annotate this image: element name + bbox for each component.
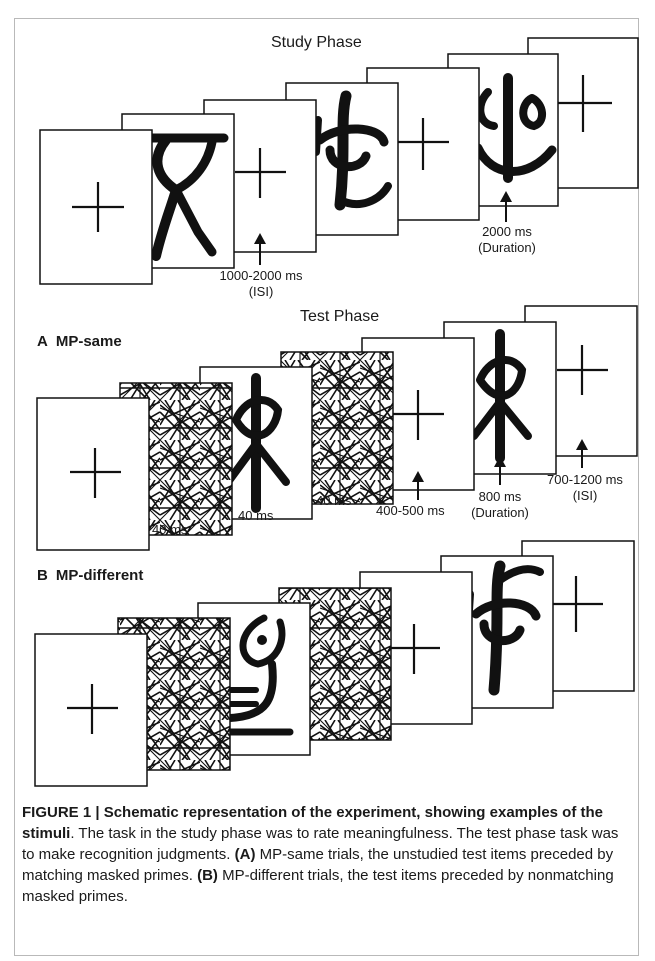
- fixation-cross-icon: [235, 148, 286, 198]
- a-target-arrow: [494, 456, 506, 485]
- study-duration-label: 2000 ms: [482, 224, 532, 239]
- a-card-fixation-start: [36, 397, 150, 551]
- a-isi-duration-sub: (ISI): [572, 488, 598, 503]
- a-mask2-duration: 40 ms: [316, 493, 352, 508]
- a-blank-arrow: [412, 471, 424, 500]
- test-sequence-mp-different: [34, 540, 635, 787]
- fixation-cross-icon: [557, 345, 608, 395]
- panel-a-letter: A: [37, 333, 48, 350]
- oracle-character-icon: [224, 373, 290, 513]
- fixation-cross-icon: [389, 624, 440, 674]
- caption-a-tag: (A): [234, 846, 256, 863]
- study-card-fixation-start: [39, 129, 153, 285]
- fixation-cross-icon: [393, 390, 444, 440]
- a-blank-duration: 400-500 ms: [376, 503, 445, 518]
- caption-b-tag: (B): [197, 867, 218, 884]
- caption-a-text: MP-same trials, the unstudied test items…: [22, 846, 614, 884]
- oracle-character-icon: [473, 73, 557, 183]
- a-prime-duration: 40 ms: [238, 508, 274, 523]
- b-card-fixation-start: [34, 633, 148, 787]
- study-isi-label: 1000-2000 ms: [219, 268, 303, 283]
- fixation-cross-icon: [397, 118, 449, 170]
- panel-a-name: MP-same: [55, 333, 122, 350]
- oracle-character-icon: [464, 560, 544, 696]
- test-sequence-mp-same: [36, 305, 638, 551]
- study-duration-sub: (Duration): [478, 240, 536, 255]
- fixation-cross-icon: [67, 684, 118, 734]
- study-phase-title: Study Phase: [271, 34, 362, 51]
- oracle-character-icon: [470, 329, 532, 463]
- experiment-diagram: [34, 37, 639, 787]
- a-mask1-duration: 40 ms: [152, 522, 188, 537]
- oracle-character-icon: [147, 133, 229, 261]
- a-isi-arrow: [576, 439, 588, 468]
- caption-b-text: MP-different trials, the test items prec…: [22, 867, 614, 905]
- oracle-character-icon: [218, 614, 294, 736]
- fixation-cross-icon: [72, 182, 124, 232]
- test-phase-title: Test Phase: [300, 308, 380, 325]
- fixation-cross-icon: [556, 75, 612, 132]
- caption-text: . The task in the study phase was to rat…: [22, 825, 619, 863]
- caption-heading: FIGURE 1 | Schematic representation of t…: [22, 804, 604, 842]
- study-isi-sub: (ISI): [248, 284, 274, 299]
- panel-b-letter: B: [37, 567, 48, 584]
- panel-b-name: MP-different: [55, 567, 144, 584]
- study-isi-arrow: [254, 233, 266, 265]
- a-target-duration-sub: (Duration): [471, 505, 529, 520]
- a-target-duration: 800 ms: [478, 489, 522, 504]
- fixation-cross-icon: [70, 448, 121, 498]
- figure-caption: FIGURE 1 | Schematic representation of t…: [22, 802, 622, 907]
- fixation-cross-icon: [550, 576, 603, 632]
- study-duration-arrow: [500, 191, 512, 222]
- panel-b-heading: B MP-different: [37, 567, 143, 584]
- panel-a-heading: A MP-same: [37, 333, 122, 350]
- a-isi-duration: 700-1200 ms: [547, 472, 623, 487]
- study-sequence: [39, 37, 639, 285]
